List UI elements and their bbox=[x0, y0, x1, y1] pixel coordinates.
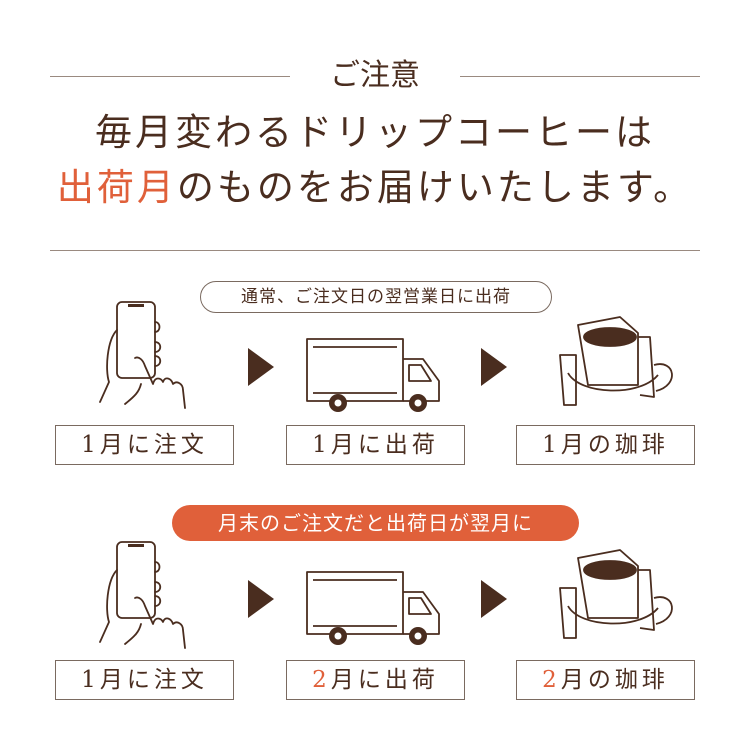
step-order: 1月に注文 bbox=[55, 660, 234, 700]
arrow-right-icon bbox=[248, 348, 274, 386]
arrow-right-icon bbox=[481, 580, 507, 618]
step-ship: 2月に出荷 bbox=[286, 660, 465, 700]
truck-icon bbox=[306, 571, 440, 645]
smartphone-hand-icon bbox=[99, 301, 186, 409]
page-title: ご注意 bbox=[330, 58, 420, 93]
normal-shipping-note: 通常、ご注文日の翌営業日に出荷 bbox=[200, 281, 552, 313]
divider bbox=[50, 76, 290, 77]
message-rest: のものをお届けいたします。 bbox=[176, 166, 694, 209]
message-line-1: 毎月変わるドリップコーヒーは bbox=[95, 111, 655, 154]
divider bbox=[50, 250, 700, 251]
arrow-right-icon bbox=[481, 348, 507, 386]
month-end-note: 月末のご注文だと出荷日が翌月に bbox=[172, 505, 579, 541]
step-coffee: 2月の珈琲 bbox=[516, 660, 695, 700]
message-accent: 出荷月 bbox=[56, 166, 177, 209]
step-coffee: 1月の珈琲 bbox=[516, 425, 695, 465]
message-line-2: 出荷月のものをお届けいたします。 bbox=[0, 163, 750, 213]
drip-coffee-icon bbox=[559, 316, 673, 406]
truck-icon bbox=[306, 338, 440, 412]
arrow-right-icon bbox=[248, 580, 274, 618]
divider bbox=[460, 76, 700, 77]
step-ship: 1月に出荷 bbox=[286, 425, 465, 465]
step-order: 1月に注文 bbox=[55, 425, 234, 465]
smartphone-hand-icon bbox=[99, 541, 186, 649]
drip-coffee-icon bbox=[559, 549, 673, 639]
